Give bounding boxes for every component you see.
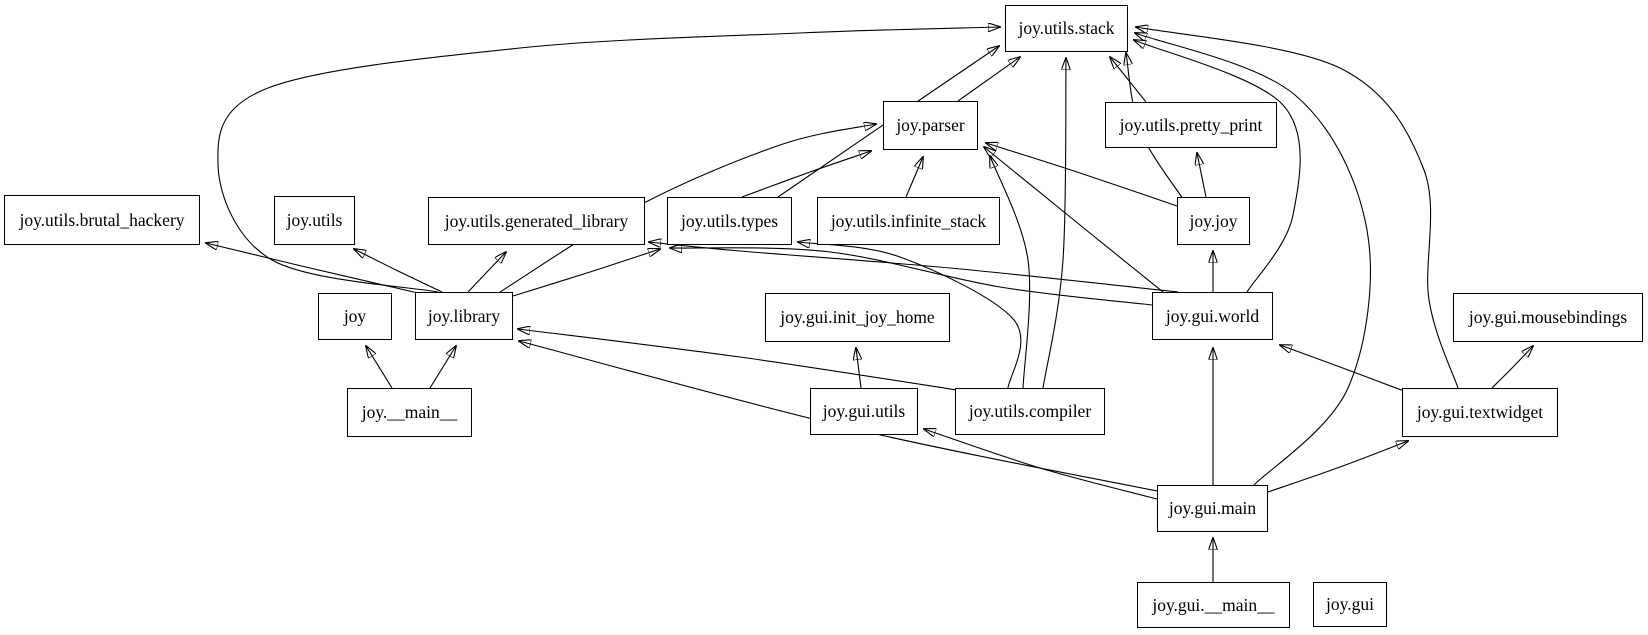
edge-joy-main-to-joy xyxy=(366,346,393,389)
edge-joy-main-to-joy-library xyxy=(429,346,456,389)
node-label: joy.library xyxy=(427,305,501,326)
edge-joy-gui-world-to-joy-parser xyxy=(984,147,1164,293)
edge-joy-utils-compiler-to-joy-parser xyxy=(990,156,1031,389)
edge-joy-gui-main-to-joy-gui-textwidget xyxy=(1267,441,1408,493)
edge-joy-utils-compiler-to-joy-utils-stack xyxy=(1042,58,1066,389)
edge-joy-library-to-joy-utils-stack xyxy=(217,27,1000,293)
edge-joy-utils-infinite-stack-to-joy-parser xyxy=(905,157,923,198)
node-joy-gui-init-joy-home: joy.gui.init_joy_home xyxy=(765,293,950,342)
node-joy-gui-textwidget: joy.gui.textwidget xyxy=(1402,388,1558,437)
edge-joy-gui-main-to-joy-utils-stack xyxy=(1135,33,1371,486)
node-joy-utils-compiler: joy.utils.compiler xyxy=(955,388,1105,435)
node-joy-gui-utils: joy.gui.utils xyxy=(810,388,918,435)
node-label: joy.gui.mousebindings xyxy=(1468,307,1628,327)
node-label: joy.parser xyxy=(896,115,965,135)
node-label: joy.gui.main xyxy=(1168,498,1257,518)
edge-joy-gui-world-to-joy-utils-types xyxy=(670,248,1153,306)
edge-joy-gui-textwidget-to-joy-utils-stack xyxy=(1136,27,1459,389)
node-joy-parser: joy.parser xyxy=(883,101,978,150)
node-label: joy.utils.types xyxy=(680,210,779,231)
node-label: joy xyxy=(343,306,367,326)
edge-joy-gui-world-to-joy-utils-generated-library xyxy=(649,242,1179,293)
node-label: joy.utils.pretty_print xyxy=(1119,114,1263,135)
node-joy-utils-pretty-print: joy.utils.pretty_print xyxy=(1105,102,1277,148)
edge-joy-library-to-joy-utils-types xyxy=(512,249,660,297)
node-joy-gui-mousebindings: joy.gui.mousebindings xyxy=(1453,293,1643,342)
edge-joy-gui-world-to-joy-utils-stack xyxy=(1134,40,1301,293)
edge-joy-joy-to-joy-utils-pretty-print xyxy=(1197,153,1207,198)
node-joy-gui-main: joy.gui.main xyxy=(1157,485,1268,532)
node-label: joy.utils.generated_library xyxy=(444,210,629,231)
node-label: joy.joy xyxy=(1189,210,1238,231)
node-label: joy.utils.brutal_hackery xyxy=(19,209,185,230)
node-label: joy.__main__ xyxy=(361,402,458,422)
node-joy-joy: joy.joy xyxy=(1177,197,1250,245)
node-joy-gui: joy.gui xyxy=(1313,582,1387,627)
node-label: joy.gui.utils xyxy=(822,401,906,421)
edge-joy-gui-utils-to-joy-gui-init-joy-home xyxy=(856,348,861,389)
edge-joy-library-to-joy-utils-generated-library xyxy=(467,252,506,293)
node-joy-gui-main-module: joy.gui.__main__ xyxy=(1137,582,1290,628)
node-label: joy.gui.init_joy_home xyxy=(780,307,935,327)
node-label: joy.gui.textwidget xyxy=(1416,402,1544,422)
edge-joy-utils-compiler-to-joy-library xyxy=(518,329,958,391)
node-joy-library: joy.library xyxy=(415,292,513,340)
node-joy-utils-stack: joy.utils.stack xyxy=(1005,5,1128,52)
node-joy-utils-types: joy.utils.types xyxy=(667,197,792,245)
node-joy-gui-world: joy.gui.world xyxy=(1152,292,1273,340)
node-label: joy.utils.stack xyxy=(1018,18,1115,38)
edge-joy-library-to-joy-utils xyxy=(354,249,443,293)
edge-joy-joy-to-joy-parser xyxy=(986,143,1178,207)
edge-joy-utils-compiler-to-joy-utils-types xyxy=(798,242,1022,389)
node-label: joy.gui.__main__ xyxy=(1152,594,1275,615)
edge-joy-parser-to-joy-utils-stack xyxy=(957,57,1020,102)
edge-joy-library-to-joy-parser xyxy=(499,124,876,293)
node-joy-utils-generated-library: joy.utils.generated_library xyxy=(428,197,645,245)
node-label: joy.utils.infinite_stack xyxy=(830,210,987,231)
node-joy-utils-infinite-stack: joy.utils.infinite_stack xyxy=(817,197,1000,245)
edge-joy-gui-textwidget-to-joy-gui-world xyxy=(1280,345,1405,392)
node-label: joy.utils xyxy=(286,210,343,230)
node-joy: joy xyxy=(318,293,392,340)
edge-joy-library-to-joy-utils-brutal-hackery xyxy=(206,243,419,294)
edge-joy-utils-types-to-joy-parser xyxy=(741,151,871,198)
edge-joy-gui-main-to-joy-gui-utils xyxy=(924,429,1158,500)
node-label: joy.utils.compiler xyxy=(968,401,1092,421)
node-joy-main: joy.__main__ xyxy=(347,388,472,437)
node-label: joy.gui xyxy=(1326,594,1374,614)
node-joy-utils-brutal-hackery: joy.utils.brutal_hackery xyxy=(4,195,200,245)
node-label: joy.gui.world xyxy=(1165,305,1260,326)
edge-joy-gui-textwidget-to-joy-gui-mousebindings xyxy=(1491,346,1533,389)
node-joy-utils: joy.utils xyxy=(274,196,355,245)
edge-joy-utils-pretty-print-to-joy-utils-stack xyxy=(1110,57,1147,103)
